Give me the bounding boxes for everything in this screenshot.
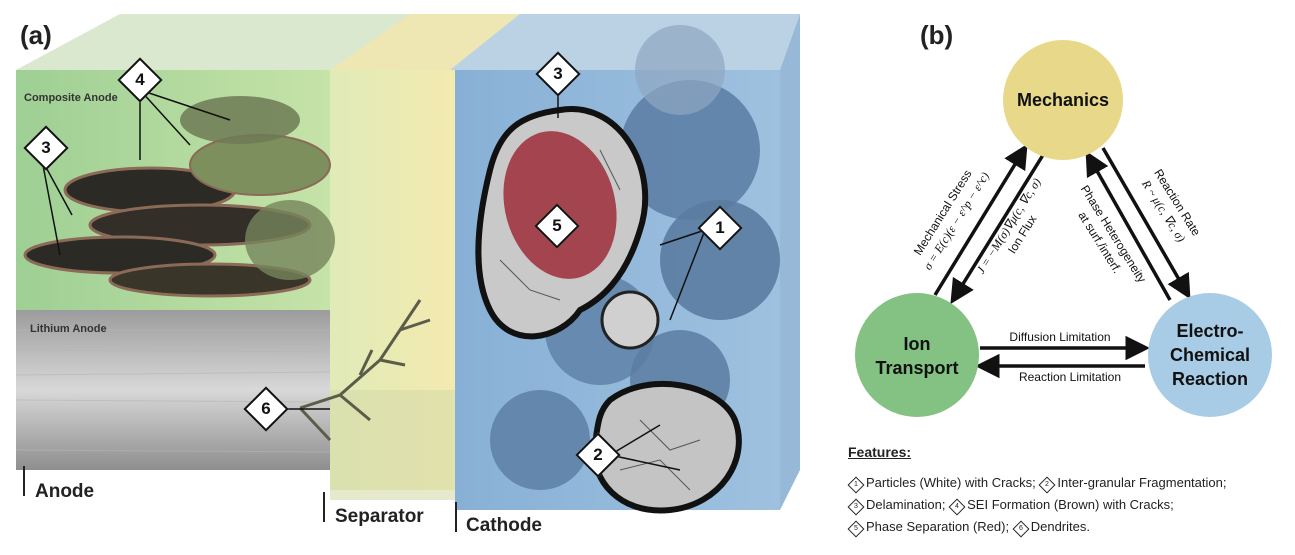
node-ion-label-2: Transport [875, 358, 958, 378]
region-label-separator: Separator [335, 506, 424, 527]
arrow-mechanics-to-echem [1101, 147, 1191, 300]
lithium-anode-region [16, 310, 330, 470]
node-echem-label-1: Electro- [1176, 321, 1243, 341]
node-ion-label-1: Ion [904, 334, 931, 354]
crack-lines [499, 149, 701, 491]
feature-marker-5: 5 [847, 520, 865, 538]
arrow-echem-to-mechanics [1085, 150, 1172, 301]
cathode-particles [475, 25, 780, 514]
separator-bottom [330, 390, 455, 500]
cathode-tick [455, 502, 457, 532]
node-echem-label-2: Chemical [1170, 345, 1250, 365]
node-ion-transport [855, 293, 979, 417]
node-mechanics-label: Mechanics [1017, 90, 1109, 110]
feature-4-text: SEI Formation (Brown) with Cracks; [967, 497, 1174, 512]
edge-label-diffusion: Diffusion Limitation [1009, 330, 1110, 344]
feature-2-text: Inter-granular Fragmentation; [1057, 475, 1227, 490]
feature-marker-4: 4 [948, 498, 966, 516]
cut-particle-small [600, 290, 660, 350]
battery-block [15, 14, 800, 514]
cathode-side-face [780, 14, 800, 510]
panel-a-label: (a) [20, 20, 52, 50]
marker-4-text: 4 [135, 70, 145, 89]
feature-1-text: Particles (White) with Cracks; [866, 475, 1036, 490]
anode-flakes [23, 96, 335, 298]
region-label-anode: Anode [35, 481, 95, 502]
marker-5-text: 5 [552, 216, 562, 235]
feature-marker-6: 6 [1012, 520, 1030, 538]
feature-5-text: Phase Separation (Red); [866, 519, 1010, 534]
node-mechanics [1003, 40, 1123, 160]
node-echem-label-3: Reaction [1172, 369, 1248, 389]
panel-b-label: (b) [920, 20, 954, 50]
feature-6-text: Dendrites. [1030, 519, 1090, 534]
label-lithium-anode: Lithium Anode [30, 323, 107, 335]
marker-3-anode-text: 3 [41, 138, 51, 157]
dendrites [298, 299, 431, 442]
phase-separation-red [503, 131, 617, 279]
arrow-mechanics-to-ion [950, 154, 1045, 305]
region-label-cathode: Cathode [466, 515, 542, 536]
marker-2-text: 2 [593, 445, 603, 464]
label-composite-anode: Composite Anode [24, 92, 118, 104]
marker-1-text: 1 [715, 218, 725, 237]
node-electrochemical [1148, 293, 1272, 417]
features-title: Features: [848, 444, 912, 460]
arrow-ion-to-mechanics [933, 143, 1028, 296]
feature-3-text: Delamination; [866, 497, 946, 512]
anode-tick [23, 466, 25, 496]
separator-top-face [330, 14, 520, 70]
edge-label-reaction-limit: Reaction Limitation [1019, 370, 1121, 384]
separator-tick [323, 492, 325, 522]
lithium-texture [15, 329, 331, 453]
feature-marker-2: 2 [1038, 476, 1056, 494]
feature-marker-3: 3 [847, 498, 865, 516]
arrows [933, 143, 1191, 379]
marker-6-text: 6 [261, 399, 271, 418]
feature-marker-1: 1 [847, 476, 865, 494]
marker-3-cathode-text: 3 [553, 64, 563, 83]
